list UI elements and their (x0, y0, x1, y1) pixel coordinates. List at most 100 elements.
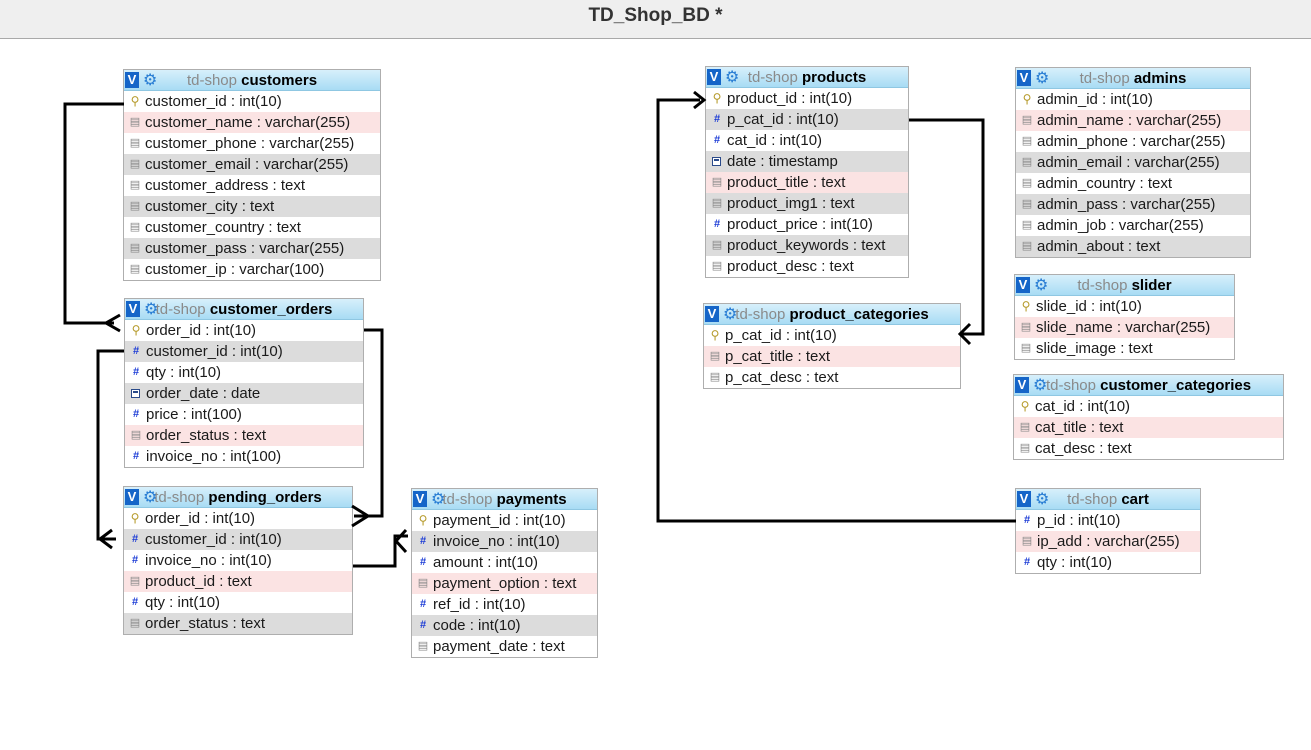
column-row[interactable]: #qty : int(10) (1016, 552, 1200, 573)
column-row[interactable]: #qty : int(10) (124, 592, 352, 613)
table-header[interactable]: V⚙td-shop slider (1015, 275, 1234, 296)
collapse-toggle-button[interactable]: V (125, 72, 139, 88)
column-row[interactable]: ▤customer_name : varchar(255) (124, 112, 380, 133)
collapse-toggle-button[interactable]: V (1017, 70, 1031, 86)
column-row[interactable]: #code : int(10) (412, 615, 597, 636)
table-header[interactable]: V⚙td-shop product_categories (704, 304, 960, 325)
column-row[interactable]: ▤customer_pass : varchar(255) (124, 238, 380, 259)
collapse-toggle-button[interactable]: V (1015, 377, 1029, 393)
collapse-toggle-button[interactable]: V (705, 306, 719, 322)
column-row[interactable]: ⚲cat_id : int(10) (1014, 396, 1283, 417)
column-row[interactable]: ⚲payment_id : int(10) (412, 510, 597, 531)
column-row[interactable]: ▤product_keywords : text (706, 235, 908, 256)
column-row[interactable]: ⚲product_id : int(10) (706, 88, 908, 109)
gear-icon[interactable]: ⚙ (431, 491, 446, 508)
column-row[interactable]: ▤order_status : text (125, 425, 363, 446)
column-row[interactable]: ▤slide_name : varchar(255) (1015, 317, 1234, 338)
column-row[interactable]: ▤cat_title : text (1014, 417, 1283, 438)
table-header[interactable]: V⚙td-shop customers (124, 70, 380, 91)
column-row[interactable]: ▤ip_add : varchar(255) (1016, 531, 1200, 552)
collapse-toggle-button[interactable]: V (125, 489, 139, 505)
column-row[interactable]: #amount : int(10) (412, 552, 597, 573)
column-row[interactable]: ▤customer_country : text (124, 217, 380, 238)
column-row[interactable]: #invoice_no : int(10) (124, 550, 352, 571)
gear-icon[interactable]: ⚙ (143, 72, 158, 89)
column-row[interactable]: ▤admin_about : text (1016, 236, 1250, 257)
column-row[interactable]: ▤admin_email : varchar(255) (1016, 152, 1250, 173)
collapse-toggle-button[interactable]: V (413, 491, 427, 507)
column-row[interactable]: ▤admin_name : varchar(255) (1016, 110, 1250, 131)
column-row[interactable]: #p_cat_id : int(10) (706, 109, 908, 130)
column-row[interactable]: ⚲order_id : int(10) (125, 320, 363, 341)
column-row[interactable]: date : timestamp (706, 151, 908, 172)
gear-icon[interactable]: ⚙ (144, 301, 159, 318)
column-row[interactable]: #ref_id : int(10) (412, 594, 597, 615)
column-row[interactable]: #cat_id : int(10) (706, 130, 908, 151)
column-row[interactable]: ▤product_id : text (124, 571, 352, 592)
column-row[interactable]: ▤customer_city : text (124, 196, 380, 217)
column-row[interactable]: ▤order_status : text (124, 613, 352, 634)
gear-icon[interactable]: ⚙ (1033, 377, 1048, 394)
column-row[interactable]: #invoice_no : int(100) (125, 446, 363, 467)
column-row[interactable]: ▤customer_email : varchar(255) (124, 154, 380, 175)
column-row[interactable]: ▤customer_phone : varchar(255) (124, 133, 380, 154)
column-row[interactable]: ▤admin_phone : varchar(255) (1016, 131, 1250, 152)
table-customers[interactable]: V⚙td-shop customers⚲customer_id : int(10… (123, 69, 381, 281)
column-row[interactable]: #qty : int(10) (125, 362, 363, 383)
table-slider[interactable]: V⚙td-shop slider⚲slide_id : int(10)▤slid… (1014, 274, 1235, 360)
collapse-toggle-button[interactable]: V (126, 301, 140, 317)
column-row[interactable]: ▤product_desc : text (706, 256, 908, 277)
gear-icon[interactable]: ⚙ (143, 489, 158, 506)
column-row[interactable]: #customer_id : int(10) (124, 529, 352, 550)
gear-icon[interactable]: ⚙ (1034, 277, 1049, 294)
column-row[interactable]: ▤admin_pass : varchar(255) (1016, 194, 1250, 215)
table-customer-orders[interactable]: V⚙td-shop customer_orders⚲order_id : int… (124, 298, 364, 468)
column-row[interactable]: ▤admin_country : text (1016, 173, 1250, 194)
table-products[interactable]: V⚙td-shop products⚲product_id : int(10)#… (705, 66, 909, 278)
column-row[interactable]: ▤customer_ip : varchar(100) (124, 259, 380, 280)
column-row[interactable]: #product_price : int(10) (706, 214, 908, 235)
table-customer-categories[interactable]: V⚙td-shop customer_categories⚲cat_id : i… (1013, 374, 1284, 460)
database-name: td-shop (442, 491, 493, 508)
gear-icon[interactable]: ⚙ (723, 306, 738, 323)
column-row[interactable]: #price : int(100) (125, 404, 363, 425)
column-row[interactable]: #p_id : int(10) (1016, 510, 1200, 531)
gear-icon[interactable]: ⚙ (725, 69, 740, 86)
table-header[interactable]: V⚙td-shop payments (412, 489, 597, 510)
column-row[interactable]: ▤customer_address : text (124, 175, 380, 196)
table-header[interactable]: V⚙td-shop products (706, 67, 908, 88)
collapse-toggle-button[interactable]: V (1016, 277, 1030, 293)
designer-canvas[interactable]: V⚙td-shop customers⚲customer_id : int(10… (0, 39, 1311, 750)
column-row[interactable]: ▤cat_desc : text (1014, 438, 1283, 459)
column-row[interactable]: ⚲admin_id : int(10) (1016, 89, 1250, 110)
column-row[interactable]: ▤product_title : text (706, 172, 908, 193)
table-header[interactable]: V⚙td-shop pending_orders (124, 487, 352, 508)
table-header[interactable]: V⚙td-shop customer_orders (125, 299, 363, 320)
table-header[interactable]: V⚙td-shop cart (1016, 489, 1200, 510)
table-header[interactable]: V⚙td-shop admins (1016, 68, 1250, 89)
column-row[interactable]: #invoice_no : int(10) (412, 531, 597, 552)
column-row[interactable]: ⚲p_cat_id : int(10) (704, 325, 960, 346)
table-payments[interactable]: V⚙td-shop payments⚲payment_id : int(10)#… (411, 488, 598, 658)
table-header[interactable]: V⚙td-shop customer_categories (1014, 375, 1283, 396)
gear-icon[interactable]: ⚙ (1035, 70, 1050, 87)
column-row[interactable]: ▤payment_option : text (412, 573, 597, 594)
column-row[interactable]: ▤p_cat_desc : text (704, 367, 960, 388)
table-product-categories[interactable]: V⚙td-shop product_categories⚲p_cat_id : … (703, 303, 961, 389)
gear-icon[interactable]: ⚙ (1035, 491, 1050, 508)
table-pending-orders[interactable]: V⚙td-shop pending_orders⚲order_id : int(… (123, 486, 353, 635)
table-cart[interactable]: V⚙td-shop cart#p_id : int(10)▤ip_add : v… (1015, 488, 1201, 574)
column-row[interactable]: #customer_id : int(10) (125, 341, 363, 362)
column-row[interactable]: ▤slide_image : text (1015, 338, 1234, 359)
table-admins[interactable]: V⚙td-shop admins⚲admin_id : int(10)▤admi… (1015, 67, 1251, 258)
column-row[interactable]: ▤admin_job : varchar(255) (1016, 215, 1250, 236)
column-row[interactable]: order_date : date (125, 383, 363, 404)
column-row[interactable]: ⚲order_id : int(10) (124, 508, 352, 529)
column-row[interactable]: ⚲slide_id : int(10) (1015, 296, 1234, 317)
column-row[interactable]: ▤p_cat_title : text (704, 346, 960, 367)
collapse-toggle-button[interactable]: V (707, 69, 721, 85)
column-row[interactable]: ▤payment_date : text (412, 636, 597, 657)
collapse-toggle-button[interactable]: V (1017, 491, 1031, 507)
column-row[interactable]: ⚲customer_id : int(10) (124, 91, 380, 112)
column-row[interactable]: ▤product_img1 : text (706, 193, 908, 214)
